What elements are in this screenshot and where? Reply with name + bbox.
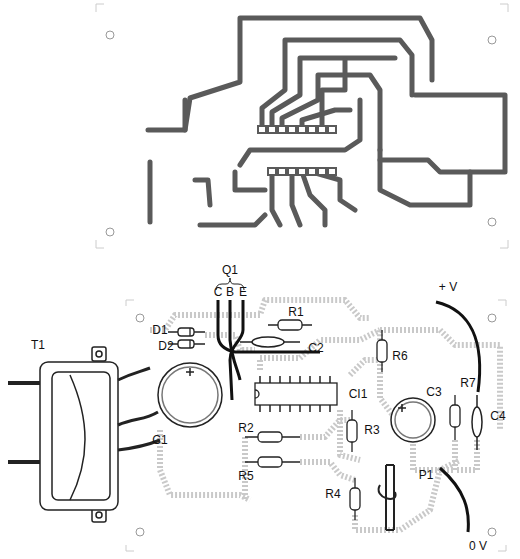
part-label: T1 (31, 339, 45, 351)
mounting-hole (106, 31, 496, 536)
part-label: C4 (490, 410, 505, 422)
part-label: R7 (460, 377, 475, 389)
part-label: D1 (152, 324, 167, 336)
part-label: 0 V (469, 540, 487, 552)
part-label: R2 (238, 422, 253, 434)
part-label: C1 (152, 434, 167, 446)
capacitor-symbol (240, 337, 482, 450)
part-label: R5 (238, 470, 253, 482)
part-label: + V (439, 281, 457, 293)
part-label: B (226, 286, 234, 298)
part-label: Q1 (222, 264, 238, 276)
supply-wire (436, 302, 480, 532)
electrolytic-capacitor (158, 363, 435, 442)
part-label: R1 (288, 306, 303, 318)
part-label: CI1 (349, 388, 368, 400)
ic-pin (260, 376, 330, 412)
part-label: C (214, 286, 223, 298)
part-label: D2 (158, 340, 173, 352)
part-label: R4 (325, 488, 340, 500)
transformer-symbol (8, 347, 160, 522)
part-label: E (239, 286, 247, 298)
part-label: C3 (426, 386, 441, 398)
part-label: C2 (308, 342, 323, 354)
part-label: R6 (392, 350, 407, 362)
ic-pads (258, 126, 336, 175)
transistor-leads (218, 300, 320, 400)
part-label: R3 (364, 424, 379, 436)
copper-foil (148, 18, 505, 225)
ic-dip (255, 383, 337, 405)
pale-foil (150, 300, 500, 530)
part-label: P1 (419, 469, 434, 481)
trimmer-potentiometer (379, 465, 396, 530)
board-outline (96, 4, 508, 551)
resistor-symbol (168, 320, 460, 520)
